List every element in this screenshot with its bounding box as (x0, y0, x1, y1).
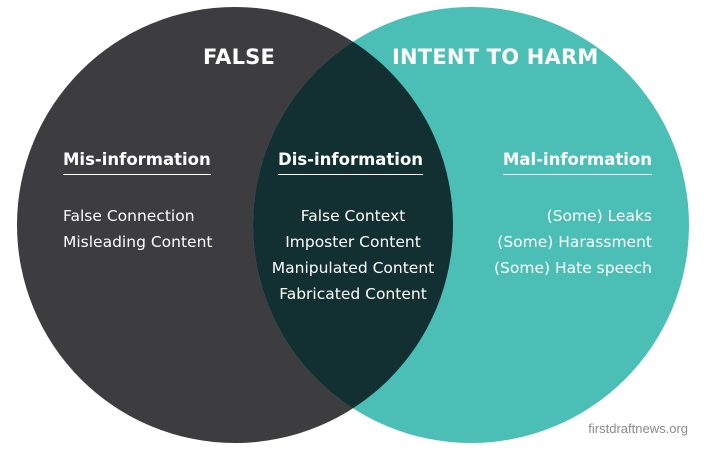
list-item: (Some) Hate speech (493, 259, 652, 277)
list-item: False Connection (63, 207, 195, 225)
dis-information-heading: Dis-information (278, 150, 424, 175)
false-circle-title: FALSE (203, 45, 276, 69)
list-item: Imposter Content (285, 233, 421, 251)
dis-information-list: False Context Imposter Content Manipulat… (253, 203, 453, 307)
list-item: Manipulated Content (271, 259, 435, 277)
mal-information-list: (Some) Leaks (Some) Harassment (Some) Ha… (494, 203, 652, 281)
intent-to-harm-title: INTENT TO HARM (392, 45, 599, 69)
mis-information-list: False Connection Misleading Content (63, 203, 212, 255)
mal-information-heading: Mal-information (502, 150, 652, 175)
source-credit: firstdraftnews.org (588, 421, 688, 436)
mis-information-heading: Mis-information (63, 150, 211, 175)
list-item: (Some) Leaks (546, 207, 652, 225)
overlap-region (253, 7, 453, 443)
list-item: False Context (300, 207, 406, 225)
list-item: (Some) Harassment (497, 233, 652, 251)
list-item: Fabricated Content (279, 285, 427, 303)
list-item: Misleading Content (63, 233, 213, 251)
